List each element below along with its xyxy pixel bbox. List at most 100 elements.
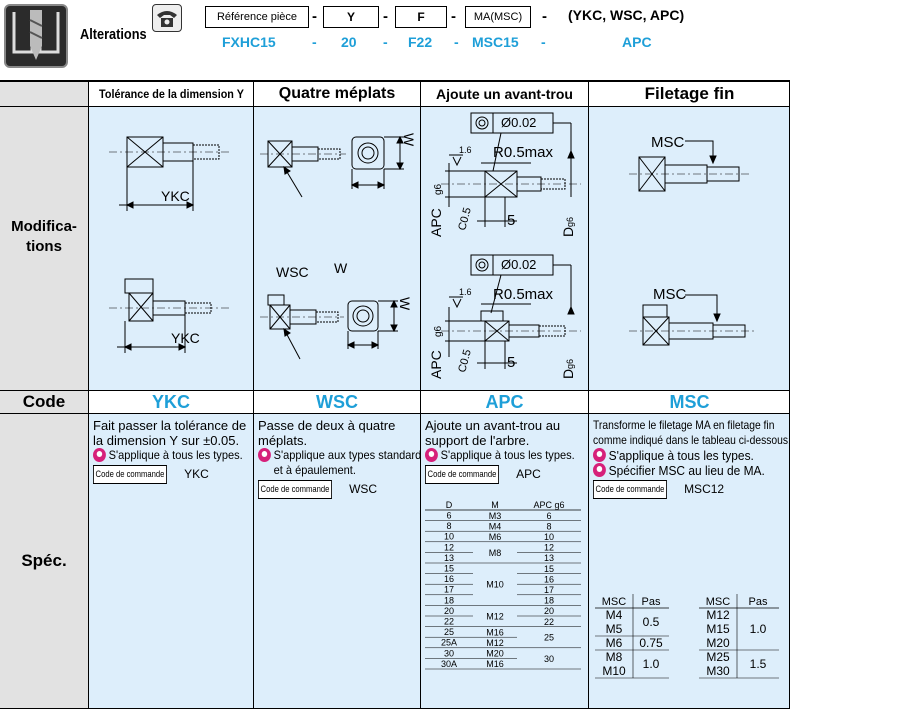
- g6-label: g6: [433, 183, 444, 195]
- pin-icon: [258, 448, 271, 462]
- ykc-label: YKC: [171, 330, 200, 346]
- msc-table-size: M8: [606, 650, 623, 664]
- apc-table-header: APC g6: [533, 500, 564, 510]
- msc-table-header: Pas: [749, 596, 768, 608]
- apc-table-cell: 8: [546, 521, 551, 531]
- msc-table-header: Pas: [642, 596, 661, 608]
- col-header-ykc: Tolérance de la dimension Y: [89, 82, 253, 106]
- msc-table-size: M10: [602, 664, 626, 678]
- dash: -: [312, 8, 317, 25]
- msc-table-pitch: 1.0: [750, 622, 767, 636]
- msc-label: MSC: [651, 134, 685, 151]
- apc-table-cell: 22: [544, 617, 554, 627]
- apc-table-d-cell: 6: [446, 511, 451, 521]
- apply-note: S'applique à tous les types.: [425, 448, 575, 463]
- code-apc: APC: [421, 391, 588, 413]
- msc-table-pitch: 0.75: [639, 636, 663, 650]
- spec-ykc: Fait passer la tolérance de la dimension…: [89, 414, 253, 708]
- alterations-header: Alterations Référence pièce - Y - F - MA…: [0, 0, 898, 78]
- wsc-drawing: WSC WSC W W W W: [260, 133, 417, 425]
- col-header-apc: Ajoute un avant-trou: [421, 82, 588, 106]
- spec-text: Ajoute un avant-trou au support de l'arb…: [425, 418, 561, 448]
- dash: -: [542, 8, 547, 25]
- d-label: D: [560, 227, 576, 237]
- dg6-label: g6: [565, 217, 575, 227]
- msc-table-pitch: 1.0: [643, 657, 660, 671]
- msc-table-header: MSC: [706, 596, 731, 608]
- apc-table-d-cell: 30: [444, 648, 454, 658]
- example-part: FXHC15: [222, 34, 276, 50]
- length-label: 5: [507, 212, 515, 229]
- apc-table-cell: 20: [544, 606, 554, 616]
- drawing-cell-wsc: WSC WSC W W W W: [254, 107, 420, 425]
- spec-apc: Ajoute un avant-trou au support de l'arb…: [421, 414, 588, 708]
- apc-table-cell: 12: [544, 543, 554, 553]
- msc-table-size: M20: [706, 636, 730, 650]
- drawing-cell-ykc: YKC YKC: [89, 107, 253, 390]
- apc-table-d-cell: 25A: [441, 638, 457, 648]
- msc-table-size: M4: [606, 608, 623, 622]
- alteration-options: (YKC, WSC, APC): [568, 7, 685, 23]
- code-wsc: WSC: [254, 391, 420, 413]
- apc-label: APC: [428, 350, 444, 379]
- code-msc: MSC: [589, 391, 790, 413]
- drill-logo-icon: [4, 4, 68, 68]
- spec-text: Fait passer la tolérance de la dimension…: [93, 418, 247, 448]
- apc-table-header: D: [446, 500, 453, 510]
- msc-table-size: M6: [606, 636, 623, 650]
- drawing-cell-apc: Ø0.02 Ø0.02 R0.5max R0.5max 1.6 1.6 5 5 …: [421, 107, 588, 390]
- row-label-spec: Spéc.: [0, 414, 88, 708]
- apc-table-cell: M12: [486, 638, 504, 648]
- apc-table-d-cell: 20: [444, 606, 454, 616]
- msc-note: Spécifier MSC au lieu de MA.: [593, 463, 777, 478]
- apc-table-cell: M16: [486, 627, 504, 637]
- row-label-modifications: Modifica- tions: [0, 82, 88, 391]
- box-ma-msc: MA(MSC): [465, 6, 531, 28]
- box-f: F: [395, 6, 447, 28]
- apc-table-d-cell: 8: [446, 521, 451, 531]
- msc-table-size: M12: [706, 608, 730, 622]
- example-ma: MSC15: [472, 34, 519, 50]
- apc-table-d-cell: 17: [444, 585, 454, 595]
- msc-label: MSC: [653, 286, 687, 303]
- w-label: W: [401, 133, 417, 147]
- msc-drawing: MSC MSC: [629, 134, 755, 346]
- apc-table-cell: 17: [544, 585, 554, 595]
- pin-icon: [425, 448, 438, 462]
- spec-wsc: Passe de deux à quatre méplats. S'appliq…: [254, 414, 420, 708]
- apc-table-cell: M16: [486, 659, 504, 669]
- apply-note: S'applique à tous les types.: [593, 448, 771, 463]
- ykc-label: YKC: [161, 188, 190, 204]
- phone-icon: [152, 4, 182, 32]
- apc-table-d-cell: 15: [444, 564, 454, 574]
- chamfer-label: C0.5: [456, 348, 474, 374]
- spec-text: Passe de deux à quatre méplats.: [258, 418, 396, 448]
- msc-table-header: MSC: [602, 596, 627, 608]
- msc-table-pitch: 0.5: [643, 615, 660, 629]
- spec-text: Transforme le filetage MA en filetage fi…: [593, 418, 775, 432]
- apc-table-cell: M6: [489, 532, 502, 542]
- msc-table-pitch: 1.5: [750, 657, 767, 671]
- apc-table-cell: M8: [489, 548, 502, 558]
- apc-table-cell: 10: [544, 532, 554, 542]
- example-option: APC: [622, 34, 652, 50]
- dg6-label: g6: [565, 359, 575, 369]
- apply-note: S'applique aux types standard: [258, 448, 420, 463]
- chamfer-label: C0.5: [456, 206, 474, 232]
- apc-table-d-cell: 12: [444, 542, 454, 552]
- alterations-table: Modifica- tions Code Spéc. Tolérance de …: [0, 80, 790, 709]
- msc-table-size: M5: [606, 622, 623, 636]
- apc-table-cell: 15: [544, 564, 554, 574]
- apc-table-cell: M10: [486, 580, 504, 590]
- runout-tolerance: Ø0.02: [501, 115, 536, 130]
- pin-icon: [593, 463, 606, 477]
- alterations-title: Alterations: [80, 26, 147, 43]
- w-label: W: [397, 297, 413, 311]
- pin-icon: [93, 448, 106, 462]
- drawing-cell-msc: MSC MSC: [589, 107, 790, 390]
